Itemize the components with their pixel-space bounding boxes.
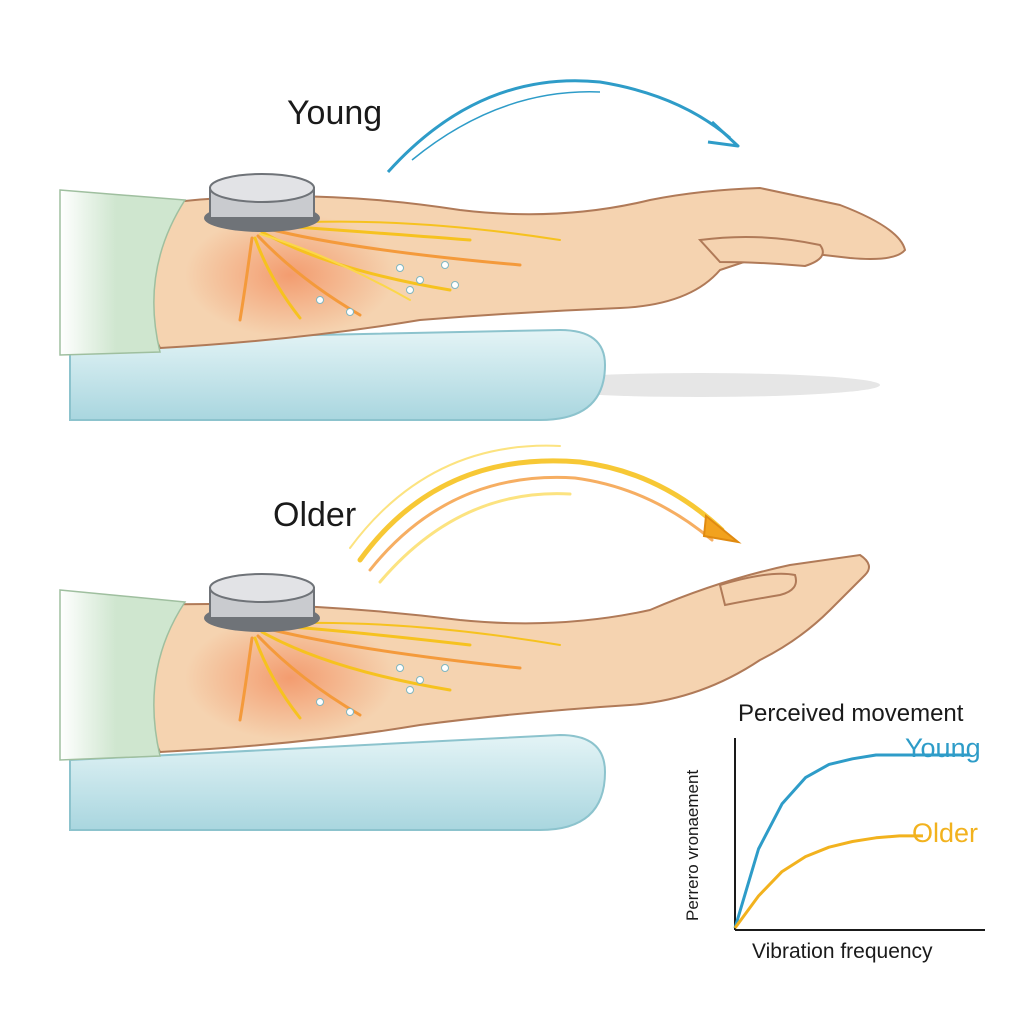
series-label-young: Young: [905, 733, 981, 763]
young-arm-group: [59, 173, 907, 421]
young-vibrator-device: [204, 173, 320, 232]
series-line-young: [733, 753, 970, 929]
series-label-older: Older: [912, 818, 979, 848]
graph-title: Perceived movement: [738, 700, 964, 727]
young-arrow-trail: [411, 91, 601, 161]
young-nerve-endings: [316, 261, 459, 316]
young-arrow: [386, 79, 731, 174]
young-thumb: [697, 235, 824, 268]
older-vibrator-device: [204, 573, 320, 632]
perceived-movement-graph: [733, 738, 985, 931]
older-sleeve: [59, 589, 187, 761]
older-arrowhead: [702, 514, 742, 544]
older-muscle-glow: [185, 616, 395, 740]
young-sleeve: [59, 189, 187, 356]
older-cushion: [69, 733, 607, 831]
young-arrowhead: [707, 120, 740, 148]
older-label: Older: [273, 496, 357, 534]
older-arm-group: [59, 553, 870, 831]
graph-x-axis-label: Vibration frequency: [752, 940, 933, 963]
older-arrow: [349, 444, 725, 584]
older-thumb: [718, 572, 797, 607]
young-cushion: [69, 328, 607, 421]
series-line-older: [733, 834, 923, 929]
older-nerve-endings: [316, 664, 449, 716]
graph-y-axis-label: Perrero vronaement: [683, 769, 702, 921]
young-label: Young: [287, 94, 383, 132]
young-shadow: [520, 373, 880, 397]
